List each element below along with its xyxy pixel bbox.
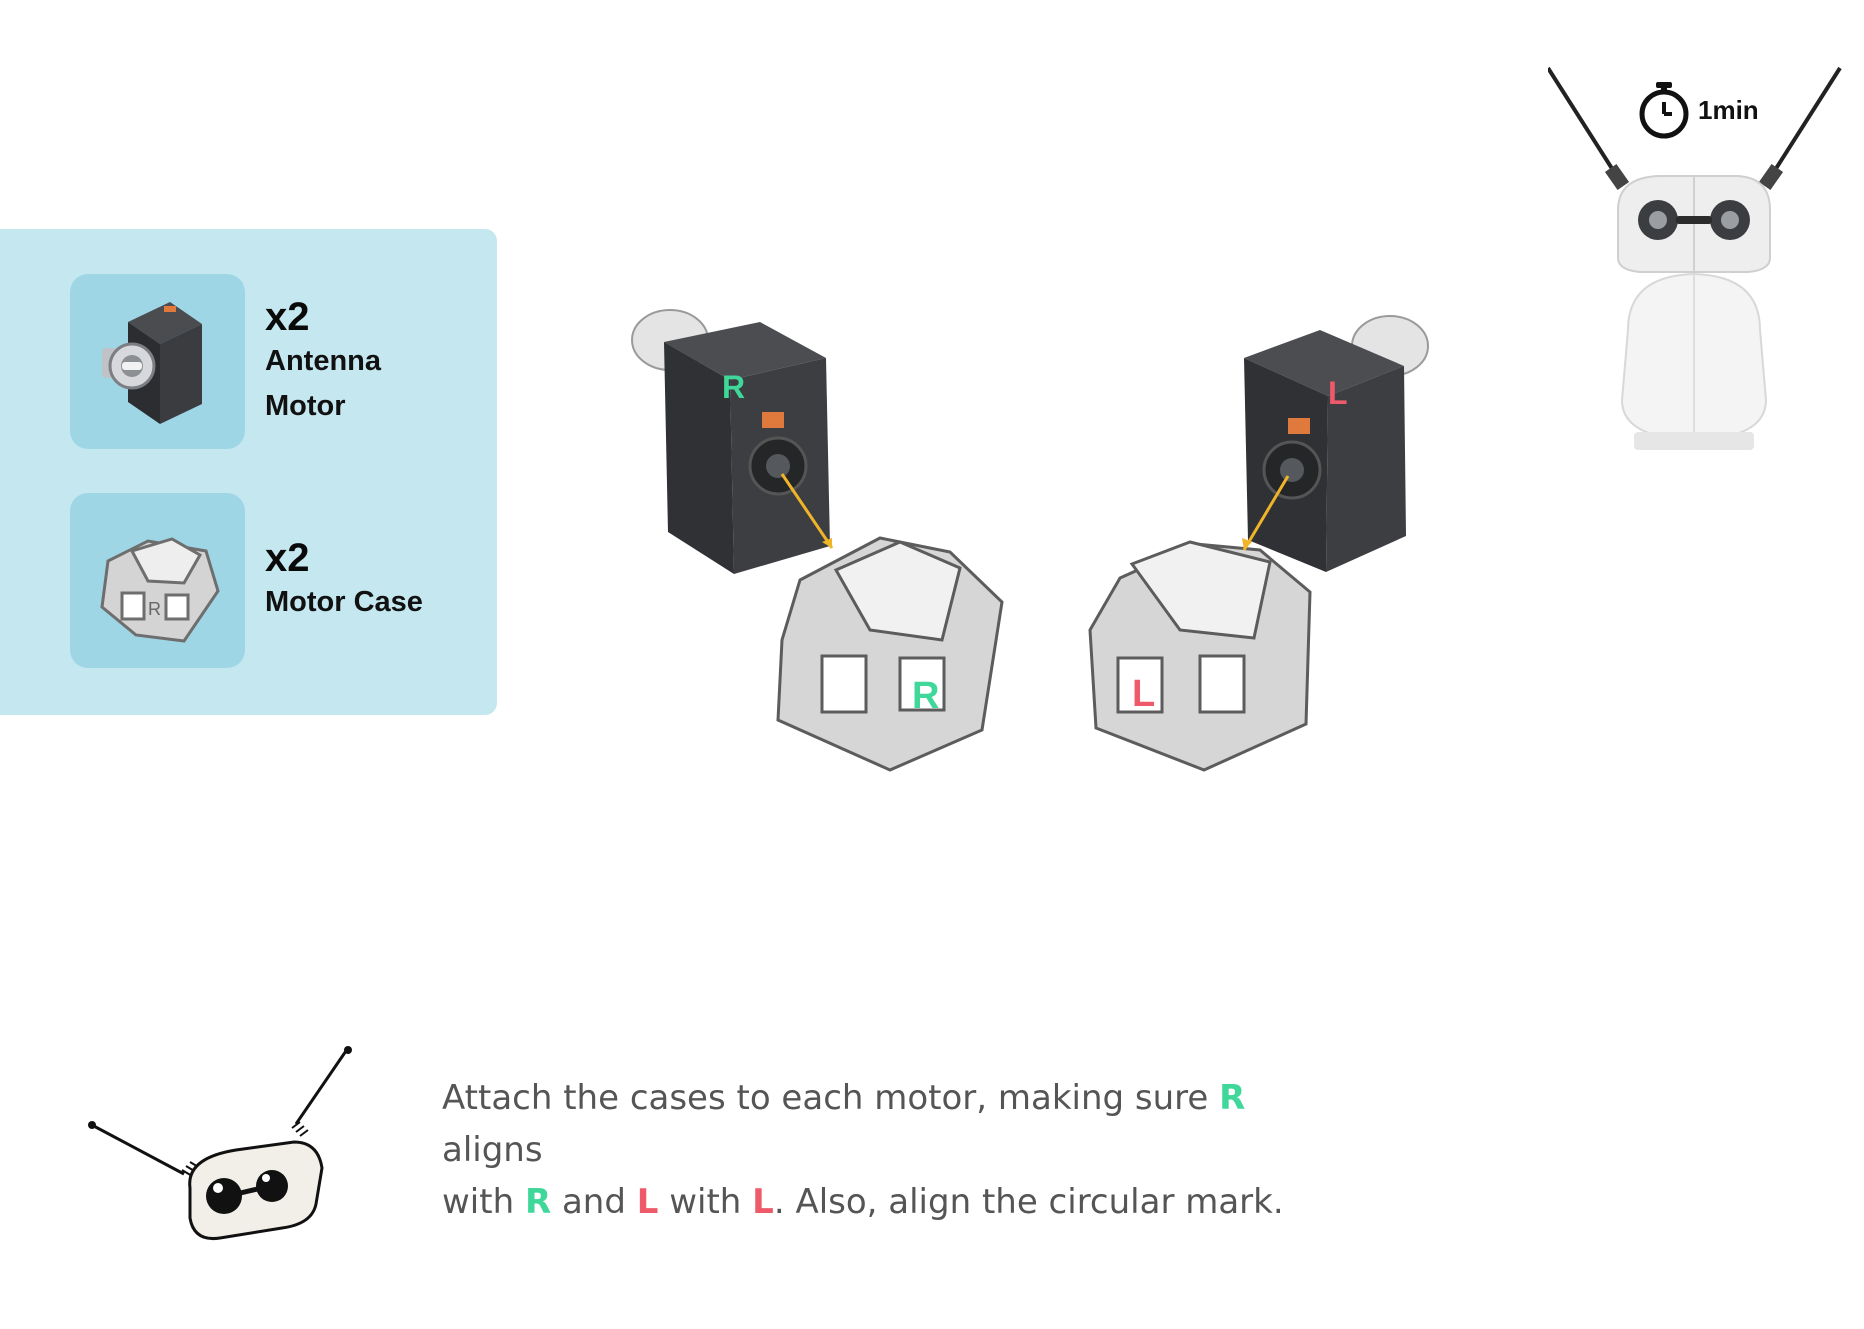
instruction-segment: with <box>658 1182 753 1222</box>
instruction-text: Attach the cases to each motor, making s… <box>442 1072 1342 1228</box>
part-item-motor-case: R x2 Motor Case <box>70 493 423 668</box>
part-item-antenna-motor: x2 Antenna Motor <box>70 274 381 449</box>
part-name: Motor <box>265 389 346 422</box>
part-name: Antenna <box>265 344 381 377</box>
stopwatch-icon <box>1639 82 1689 139</box>
part-thumbnail: R <box>70 493 245 668</box>
instruction-segment: Attach the cases to each motor, making s… <box>442 1078 1220 1118</box>
l-mark: L <box>636 1182 659 1222</box>
robot-mascot-icon <box>88 1046 352 1241</box>
instruction-segment: . Also, align the circular mark. <box>773 1182 1284 1222</box>
right-motor-mark: R <box>722 369 745 405</box>
l-mark: L <box>752 1182 774 1222</box>
robot-preview-image <box>1548 66 1842 450</box>
left-motor: L <box>1242 315 1429 572</box>
motor-case-icon: R <box>99 536 220 643</box>
part-thumbnail <box>70 274 245 449</box>
part-name: Motor Case <box>265 586 423 618</box>
part-quantity: x2 <box>265 294 310 339</box>
timer-label: 1min <box>1698 94 1759 125</box>
r-mark: R <box>524 1182 552 1222</box>
instruction-segment: with <box>442 1182 525 1222</box>
right-motor: R <box>631 309 834 574</box>
r-mark: R <box>1219 1078 1246 1118</box>
instruction-segment: aligns <box>442 1130 543 1170</box>
right-case-mark: R <box>912 675 939 717</box>
left-case-mark: L <box>1132 673 1155 715</box>
right-motor-case: R <box>776 536 1004 772</box>
part-quantity: x2 <box>265 536 310 580</box>
time-estimate: 1min <box>1638 80 1759 140</box>
left-motor-case: L <box>1088 540 1312 772</box>
svg-text:R: R <box>148 599 161 619</box>
assembly-illustration: R R L L <box>631 309 1429 772</box>
parts-panel: x2 Antenna Motor R x2 Motor Case <box>0 229 497 715</box>
left-motor-mark: L <box>1328 375 1348 411</box>
instruction-segment: and <box>551 1182 637 1222</box>
antenna-motor-icon <box>101 301 202 424</box>
